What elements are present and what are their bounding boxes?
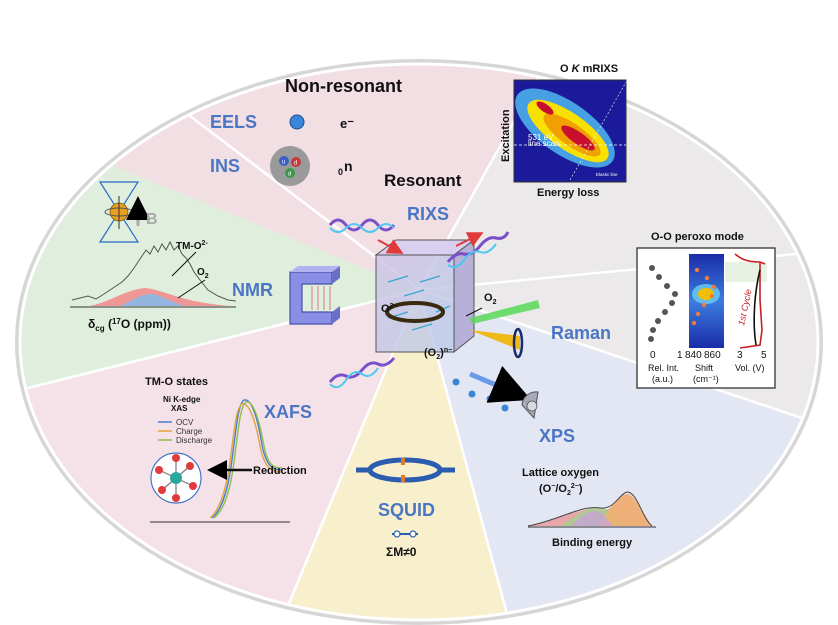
quark-d-label: d	[294, 161, 297, 167]
squid-moment-label: ΣM≠0	[386, 545, 417, 559]
outgoing-photon-wave-icon	[446, 231, 510, 269]
raman-tick-right-0: 3	[737, 350, 743, 361]
xps-envelope	[527, 491, 653, 527]
xafs-curve-charge	[209, 403, 283, 519]
raman-panel-title: O-O peroxo mode	[651, 231, 744, 243]
neutron-label: n	[344, 158, 353, 174]
xafs-subtitle-xas: XAS	[171, 404, 188, 413]
raman-label-rel-int: Rel. Int.	[648, 363, 679, 373]
xafs-panel: TM-O states Ni K-edge XAS OCV Charge Dis…	[145, 376, 307, 523]
technique-ins: INS	[210, 156, 240, 176]
xps-beam-arrow	[469, 365, 532, 403]
technique-xps: XPS	[539, 426, 575, 446]
electron-sphere-icon	[289, 114, 305, 130]
xps-species-label: (O−/O22−)	[539, 483, 583, 497]
xafs-legend-ocv: OCV	[176, 418, 194, 427]
quark-d-label-2: d	[288, 172, 291, 178]
xps-peak-purple	[572, 510, 614, 526]
section-non-resonant: Non-resonant	[285, 76, 402, 96]
neutron-icon: u d d	[270, 146, 310, 186]
nmr-o2-peak	[120, 294, 185, 306]
sector-squid	[280, 290, 510, 620]
magnetic-field-icon	[98, 181, 150, 243]
xps-xlabel: Binding energy	[552, 537, 633, 549]
xafs-subtitle-edge: Ni K-edge	[163, 395, 201, 404]
rixs-annotation-scan: line scan	[528, 139, 560, 148]
rixs-annotation-energy: 531 eV	[528, 133, 554, 142]
technique-squid: SQUID	[378, 500, 435, 520]
center-peroxo: (O2)n−	[424, 347, 452, 361]
rixs-ylabel: Excitation	[500, 109, 512, 162]
xps-panel-title: Lattice oxygen	[522, 467, 599, 479]
technique-rixs: RIXS	[407, 204, 449, 224]
squid-ring-icon	[356, 457, 455, 483]
nmr-b-label: B	[146, 211, 158, 228]
raman-tick-mid-1: 860	[704, 350, 721, 361]
neutron-prefix: 0	[338, 167, 343, 177]
raman-yellow-beam	[470, 330, 520, 350]
sample-cube	[374, 239, 476, 354]
nmr-panel: B TM-O2- O2 δcg (17O (ppm))	[70, 181, 237, 333]
detector-icon	[521, 391, 539, 420]
lens-icon	[512, 327, 524, 359]
quark-u-label: u	[282, 160, 285, 166]
section-resonant: Resonant	[384, 171, 462, 190]
raman-tick-right-1: 5	[761, 350, 767, 361]
xafs-panel-title: TM-O states	[145, 376, 208, 388]
technique-nmr: NMR	[232, 280, 273, 300]
raman-label-vol: Vol. (V)	[735, 363, 765, 373]
magnet-icon	[289, 266, 340, 325]
xps-panel: Lattice oxygen (O−/O22−) Binding energy	[522, 467, 656, 549]
technique-xafs: XAFS	[264, 402, 312, 422]
xafs-curve-ocv	[211, 399, 283, 519]
raman-tick-left-1: 1	[677, 350, 683, 361]
raman-label-shift: Shift	[695, 363, 714, 373]
center-o2-gas: O2	[484, 292, 497, 306]
nmr-axis-label: δcg (17O (ppm))	[88, 317, 171, 333]
rixs-panel-title: O K mRIXS	[560, 63, 618, 75]
center-o2-minus: O2−	[381, 303, 398, 315]
xafs-curve-discharge	[213, 401, 283, 519]
orbital-ring	[385, 301, 445, 323]
octahedral-site-icon	[150, 452, 202, 504]
nmr-spectrum-trace	[71, 240, 237, 302]
raman-label-au: (a.u.)	[652, 374, 673, 384]
rixs-map-panel: O K mRIXS 531 eV line scan Elastic line …	[500, 63, 627, 199]
raman-label-cm: (cm⁻¹)	[693, 374, 719, 384]
nmr-tm-o-label: TM-O2-	[176, 240, 208, 252]
raman-tick-mid-0: 840	[685, 350, 702, 361]
raman-intensity-dots	[648, 265, 678, 342]
technique-eels: EELS	[210, 112, 257, 132]
nmr-o2-label: O2	[197, 267, 209, 280]
xps-peak-orange	[600, 494, 652, 526]
rixs-annotation-elastic: Elastic line	[596, 172, 618, 177]
raman-panel: O-O peroxo mode 1st Cycle 0 1 840 860 3 …	[636, 231, 776, 389]
xafs-legend: OCV Charge Discharge	[158, 418, 213, 445]
raman-green-beam	[470, 300, 540, 324]
raman-tick-left-0: 0	[650, 350, 656, 361]
spin-pair-icon	[392, 530, 418, 538]
rixs-xlabel: Energy loss	[537, 187, 599, 199]
technique-raman: Raman	[551, 323, 611, 343]
incoming-photon-wave-icon	[328, 218, 404, 254]
xafs-legend-charge: Charge	[176, 427, 203, 436]
xafs-reduction-label: Reduction	[253, 465, 307, 477]
incoming-xray-wave-icon	[328, 357, 396, 389]
xafs-legend-discharge: Discharge	[176, 436, 213, 445]
electron-label: e⁻	[340, 116, 354, 131]
